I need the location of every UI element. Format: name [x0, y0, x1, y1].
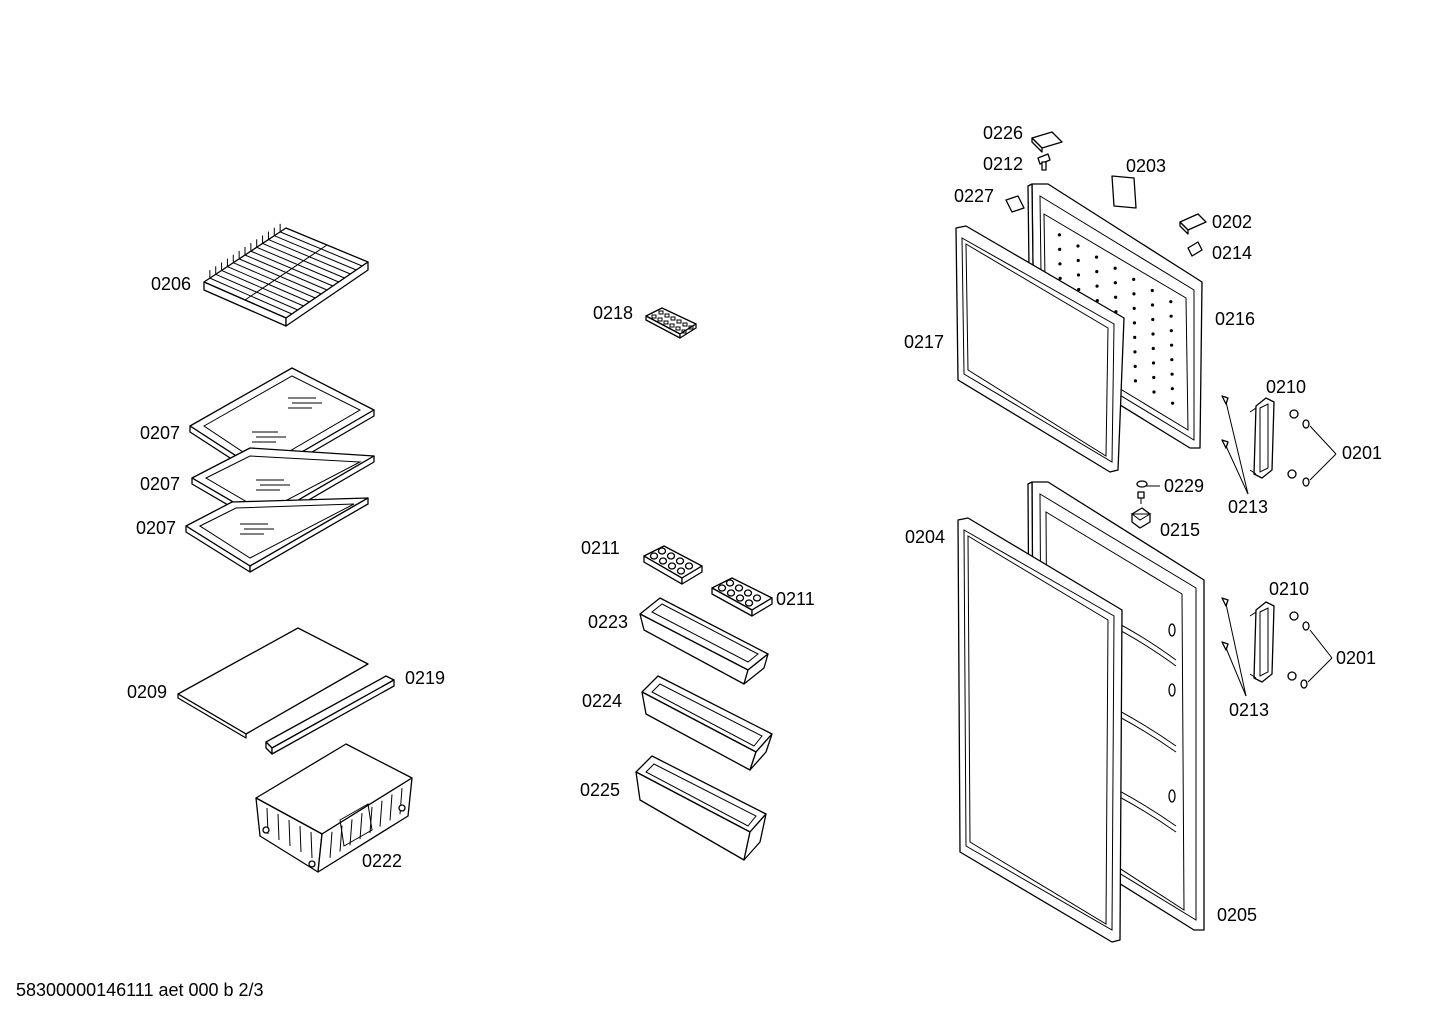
label-0224: 0224 [582, 691, 622, 711]
label-0209: 0209 [127, 682, 167, 702]
label-0219: 0219 [405, 668, 445, 688]
label-0214: 0214 [1212, 243, 1252, 263]
label-0210-lower: 0210 [1269, 579, 1309, 599]
door-bin-0224 [641, 675, 773, 771]
freezer-door-gasket [955, 225, 1125, 473]
hinge-parts-middle [1130, 480, 1152, 529]
label-0229: 0229 [1164, 476, 1204, 496]
label-0218: 0218 [593, 303, 633, 323]
crisper-cover-plate [177, 627, 369, 739]
hinge-pin-0212 [1037, 153, 1051, 171]
label-0206: 0206 [151, 274, 191, 294]
label-0211-left: 0211 [581, 538, 620, 558]
wire-rack-part [203, 223, 369, 327]
label-0213-lower: 0213 [1229, 700, 1269, 720]
document-footer-code: 58300000146111 aet 000 b 2/3 [16, 980, 264, 1000]
fridge-door-gasket [957, 517, 1123, 943]
part-labels: 0226 0212 0203 0227 0202 0214 0206 0218 … [127, 123, 1382, 925]
label-0227: 0227 [954, 186, 994, 206]
label-0201-lower: 0201 [1336, 648, 1376, 668]
label-0225: 0225 [580, 780, 620, 800]
clip-0227 [1005, 195, 1025, 213]
label-0215: 0215 [1160, 520, 1200, 540]
label-0212: 0212 [983, 154, 1023, 174]
label-0207-middle: 0207 [140, 474, 180, 494]
label-plate-0203 [1111, 175, 1137, 209]
label-0226: 0226 [983, 123, 1023, 143]
ice-cube-tray [645, 307, 697, 339]
door-bin-0223 [639, 597, 769, 685]
cap-0202 [1179, 213, 1207, 235]
label-0216: 0216 [1215, 309, 1255, 329]
label-0210-upper: 0210 [1266, 377, 1306, 397]
glass-shelf-bottom [185, 497, 369, 573]
lower-door-handle [1249, 601, 1275, 683]
label-0222: 0222 [362, 851, 402, 871]
label-0207-top: 0207 [140, 423, 180, 443]
egg-tray-left [643, 545, 703, 585]
label-0223: 0223 [588, 612, 628, 632]
door-bin-0225 [635, 755, 767, 861]
label-0211-right: 0211 [776, 589, 815, 609]
bracket-0214 [1187, 241, 1203, 257]
label-0207-bottom: 0207 [136, 518, 176, 538]
label-0217: 0217 [904, 332, 944, 352]
upper-door-handle [1249, 397, 1275, 479]
screws-upper [1221, 395, 1310, 487]
label-0205: 0205 [1217, 905, 1257, 925]
label-0213-upper: 0213 [1228, 497, 1268, 517]
screws-lower [1221, 597, 1310, 689]
label-0203: 0203 [1126, 156, 1166, 176]
cover-trim-strip [265, 675, 395, 755]
label-0201-upper: 0201 [1342, 443, 1382, 463]
hinge-cover-0226 [1031, 131, 1063, 153]
leader-lines [1146, 401, 1337, 697]
label-0204: 0204 [905, 527, 945, 547]
egg-tray-right [711, 577, 773, 617]
label-0202: 0202 [1212, 212, 1252, 232]
crisper-drawer [255, 743, 413, 873]
